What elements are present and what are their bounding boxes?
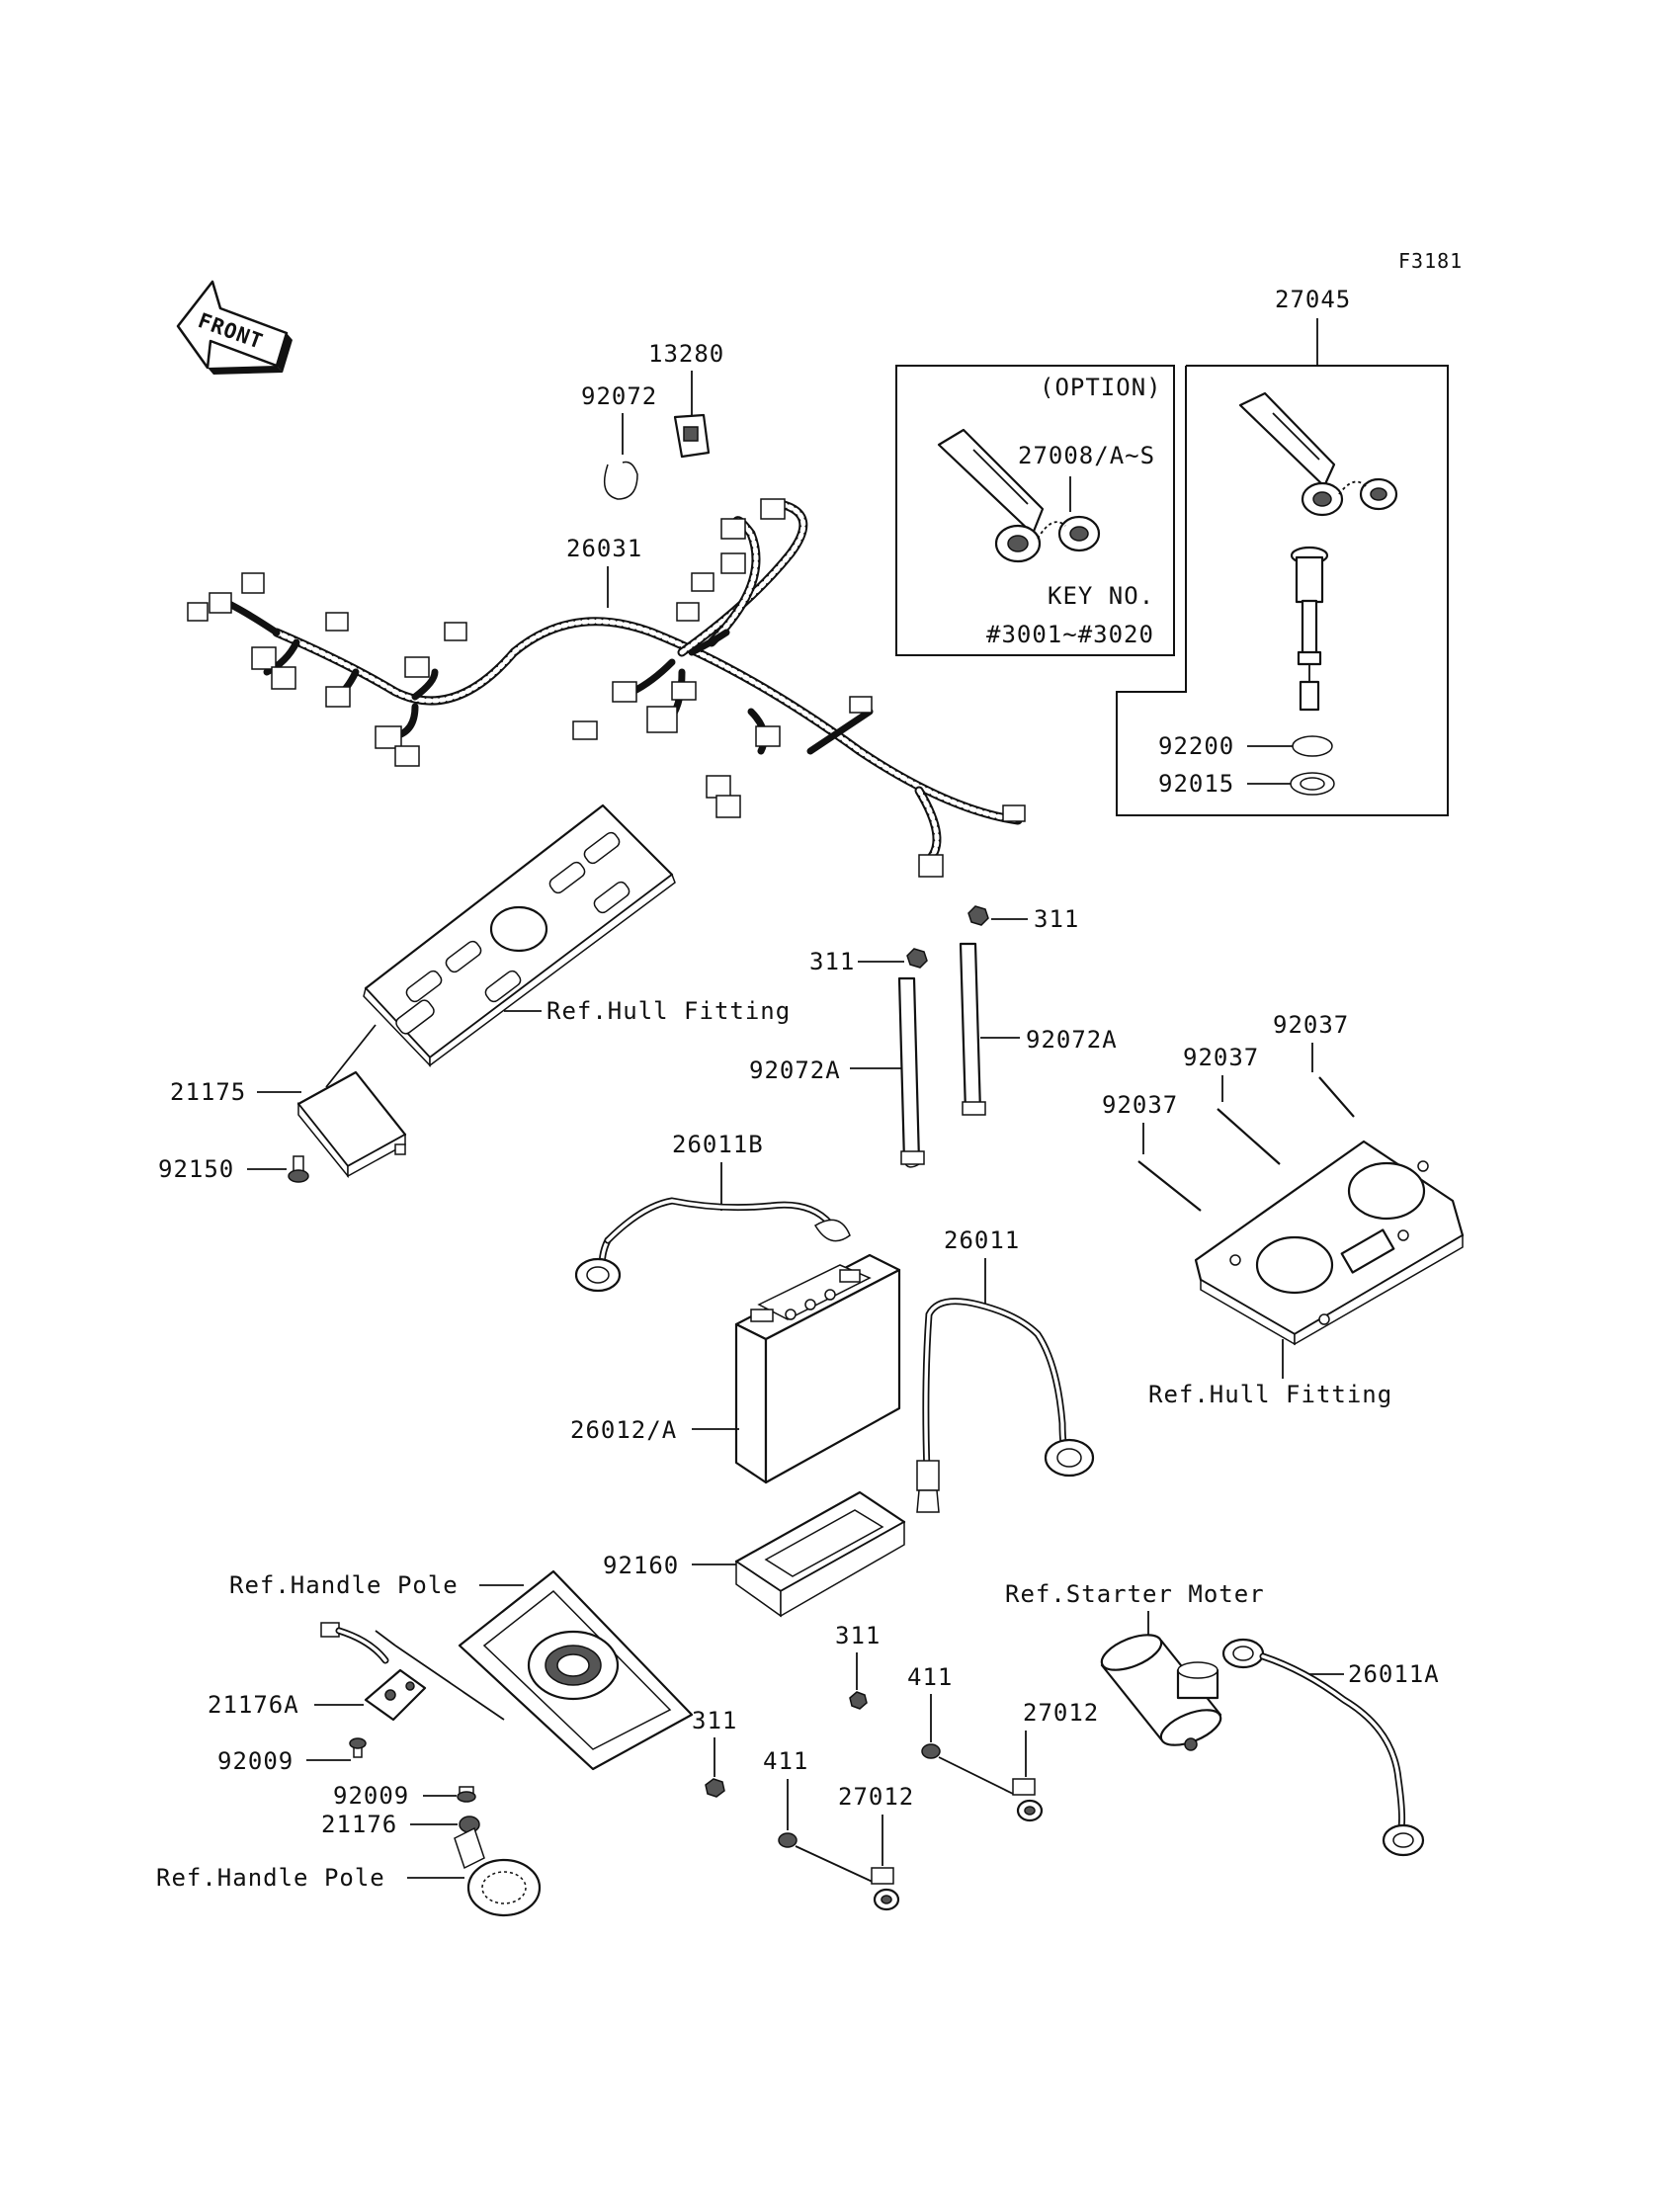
- sensor-21176A: [320, 1622, 427, 1722]
- ignition-switch-assembly: [1238, 391, 1398, 712]
- label-27012-b: 27012: [838, 1783, 914, 1811]
- front-arrow: FRONT: [176, 280, 293, 375]
- cable-26011B: [574, 1197, 851, 1293]
- battery-tray-92160: [734, 1490, 906, 1618]
- label-92072A-right: 92072A: [1026, 1026, 1118, 1054]
- label-26011: 26011: [944, 1226, 1020, 1254]
- option-box: [895, 365, 1175, 656]
- nut-311-c: [849, 1691, 868, 1710]
- handle-pole-fitting: [458, 1569, 694, 1771]
- label-92009-b: 92009: [333, 1782, 409, 1810]
- label-21176: 21176: [321, 1811, 397, 1838]
- label-311-c: 311: [835, 1622, 881, 1649]
- bolt-92150: [288, 1155, 309, 1183]
- label-13280: 13280: [648, 340, 724, 368]
- clamp-92072: [603, 461, 638, 500]
- key-number-range: #3001~#3020: [986, 621, 1154, 648]
- label-92037-a: 92037: [1273, 1011, 1349, 1039]
- label-311-b: 311: [1034, 905, 1079, 933]
- label-26012A: 26012/A: [570, 1416, 677, 1444]
- terminal-27012-a: [1012, 1778, 1044, 1822]
- bolt-92009-b: [457, 1786, 476, 1803]
- battery-26012A: [734, 1253, 901, 1484]
- tie-92037-c: [1137, 1160, 1202, 1212]
- key-number-label: KEY NO.: [1048, 582, 1154, 610]
- hull-fitting-plate-lower: [1194, 1140, 1465, 1346]
- label-92200: 92200: [1158, 732, 1234, 760]
- label-92072A-left: 92072A: [749, 1056, 841, 1084]
- cable-26011: [916, 1298, 1095, 1513]
- cable-26011A: [1221, 1638, 1425, 1857]
- label-ref-hull-fitting-lower: Ref.Hull Fitting: [1148, 1381, 1392, 1408]
- label-21175: 21175: [170, 1078, 246, 1106]
- nut-311-d: [705, 1778, 725, 1798]
- strap-92072A-right: [959, 942, 986, 1116]
- tie-92037-b: [1217, 1108, 1281, 1165]
- label-411-b: 411: [763, 1747, 808, 1775]
- label-ref-hull-fitting-upper: Ref.Hull Fitting: [546, 997, 791, 1025]
- washer-411-a: [921, 1743, 941, 1759]
- label-27045: 27045: [1275, 286, 1351, 313]
- strap-92072A-left: [897, 976, 925, 1168]
- label-26011B: 26011B: [672, 1131, 764, 1158]
- label-26011A: 26011A: [1348, 1660, 1440, 1688]
- label-411-a: 411: [907, 1663, 953, 1691]
- washer-92200: [1292, 735, 1333, 757]
- option-part-number: 27008/A~S: [1018, 442, 1155, 469]
- terminal-27012-b: [871, 1867, 900, 1911]
- label-ref-starter-motor: Ref.Starter Moter: [1005, 1580, 1265, 1608]
- label-92072: 92072: [581, 382, 657, 410]
- label-ref-handle-pole-lower: Ref.Handle Pole: [156, 1864, 385, 1892]
- label-ref-handle-pole-upper: Ref.Handle Pole: [229, 1571, 459, 1599]
- figure-code: F3181: [1398, 249, 1463, 273]
- option-title: (OPTION): [1040, 374, 1162, 401]
- tie-92037-a: [1318, 1076, 1355, 1118]
- label-26031: 26031: [566, 535, 642, 562]
- washer-411-b: [778, 1832, 798, 1848]
- sensor-21176: [454, 1816, 542, 1917]
- label-92015: 92015: [1158, 770, 1234, 798]
- label-21176A: 21176A: [208, 1691, 299, 1719]
- ignition-switch-box: [1116, 365, 1449, 816]
- option-key-lanyard: [937, 428, 1101, 563]
- hull-fitting-plate-upper: [363, 803, 676, 1067]
- label-311-d: 311: [692, 1707, 737, 1734]
- module-21175: [296, 1070, 407, 1179]
- label-311-a: 311: [809, 948, 855, 975]
- label-92009-a: 92009: [217, 1747, 294, 1775]
- label-92037-b: 92037: [1183, 1044, 1259, 1071]
- nut-311-a: [906, 948, 928, 969]
- label-27012-a: 27012: [1023, 1699, 1099, 1727]
- main-harness-26031: [187, 498, 1026, 878]
- label-92037-c: 92037: [1102, 1091, 1178, 1119]
- bolt-92009-a: [349, 1737, 367, 1758]
- label-92160: 92160: [603, 1552, 679, 1579]
- starter-motor: [1100, 1634, 1222, 1751]
- label-92150: 92150: [158, 1155, 234, 1183]
- nut-311-b: [967, 905, 989, 926]
